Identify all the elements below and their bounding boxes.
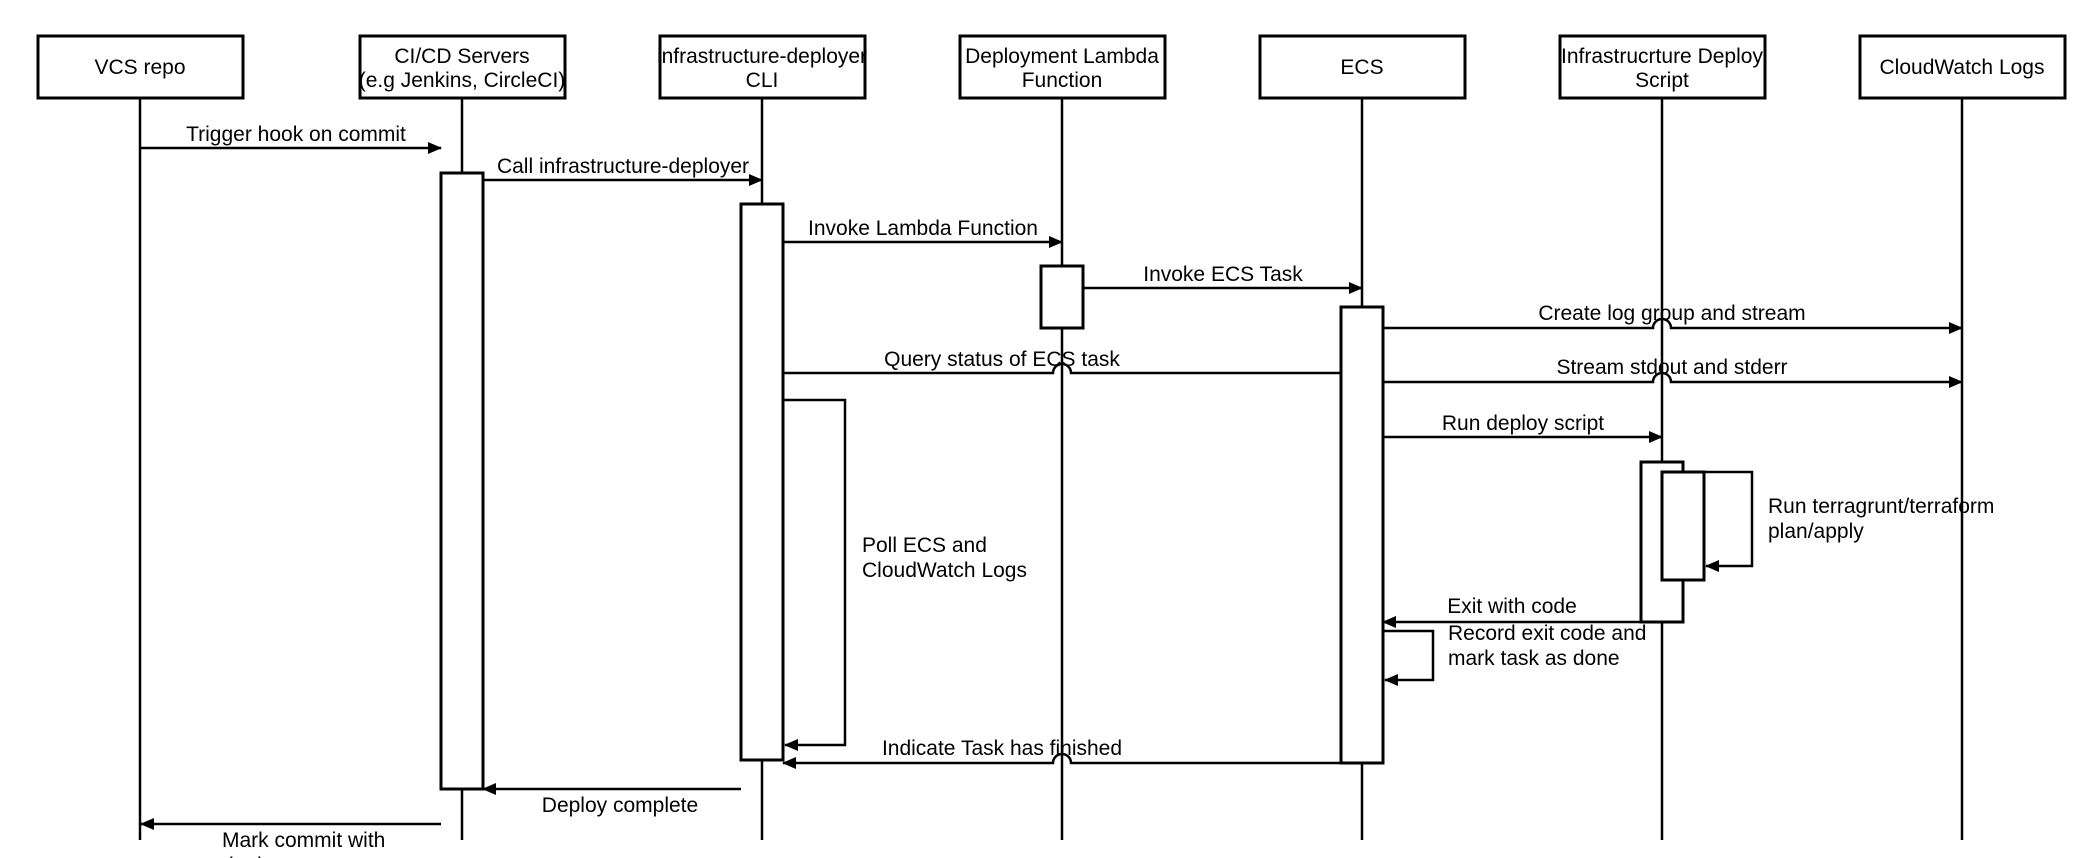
- participant-label-cli: infrastructure-deployer: [657, 45, 867, 68]
- activation-bar-deployscript: [1660, 470, 1706, 582]
- message-label-m11: Deploy complete: [542, 794, 698, 817]
- self-message-arrow-s2: [1704, 470, 1754, 572]
- self-message-label-s1: CloudWatch Logs: [862, 559, 1027, 582]
- self-message-label-s2: Run terragrunt/terraform: [1768, 495, 1994, 518]
- participant-label-deployscript: Script: [1635, 69, 1689, 92]
- message-label-m2: Call infrastructure-deployer: [497, 155, 749, 178]
- message-label-m7: Stream stdout and stderr: [1556, 356, 1787, 379]
- message-label-m6: Query status of ECS task: [884, 348, 1120, 371]
- participant-label-cicd: CI/CD Servers: [394, 45, 529, 68]
- participant-cicd[interactable]: CI/CD Servers(e.g Jenkins, CircleCI): [358, 34, 567, 100]
- message-m7: Stream stdout and stderr: [1383, 356, 1963, 388]
- message-arrow-m5: [1383, 317, 1963, 334]
- message-m3: Invoke Lambda Function: [783, 217, 1063, 248]
- message-arrow-m6: [783, 362, 1363, 379]
- message-m4: Invoke ECS Task: [1083, 263, 1363, 294]
- message-label-m3: Invoke Lambda Function: [808, 217, 1038, 240]
- message-label-m1: Trigger hook on commit: [186, 123, 406, 146]
- participant-label-lambda: Function: [1022, 69, 1103, 92]
- self-message-arrow-s1: [783, 398, 847, 751]
- participant-label-cwlogs: CloudWatch Logs: [1880, 56, 2045, 79]
- participant-box-vcs[interactable]: [36, 34, 245, 100]
- activation-bar-ecs: [1339, 305, 1385, 765]
- message-m11: Deploy complete: [482, 783, 741, 817]
- participant-ecs[interactable]: ECS: [1258, 34, 1467, 100]
- message-m5: Create log group and stream: [1383, 302, 1963, 334]
- activations-layer: [439, 171, 1706, 791]
- message-m6: Query status of ECS task: [783, 348, 1363, 379]
- self-message-label-s2: plan/apply: [1768, 520, 1864, 543]
- participant-box-cwlogs[interactable]: [1858, 34, 2067, 100]
- message-label-m12: deployment status: [222, 854, 392, 858]
- message-label-m9: Exit with code: [1447, 595, 1577, 618]
- message-m2: Call infrastructure-deployer: [483, 155, 763, 186]
- message-m1: Trigger hook on commit: [141, 123, 442, 154]
- participant-label-lambda: Deployment Lambda: [965, 45, 1159, 68]
- participants-layer: VCS repo CI/CD Servers(e.g Jenkins, Circl…: [36, 34, 2067, 100]
- participant-box-cli[interactable]: [658, 34, 867, 100]
- participant-cwlogs[interactable]: CloudWatch Logs: [1858, 34, 2067, 100]
- message-label-m10: Indicate Task has finished: [882, 737, 1122, 760]
- participant-label-cicd: (e.g Jenkins, CircleCI): [359, 69, 566, 92]
- activation-bar-cicd: [439, 171, 485, 791]
- message-arrow-m7: [1383, 371, 1963, 388]
- participant-vcs[interactable]: VCS repo: [36, 34, 245, 100]
- self-message-arrow-s3: [1383, 629, 1435, 686]
- activation-bar-lambda: [1039, 264, 1085, 330]
- participant-box-lambda[interactable]: [958, 34, 1167, 100]
- participant-label-vcs: VCS repo: [94, 56, 185, 79]
- message-label-m12: Mark commit with: [222, 829, 385, 852]
- message-arrow-m10: [782, 752, 1341, 769]
- participant-label-cli: CLI: [746, 69, 779, 92]
- message-m12: Mark commit with deployment status: [140, 818, 441, 858]
- self-message-label-s3: mark task as done: [1448, 647, 1620, 670]
- message-m8: Run deploy script: [1383, 412, 1663, 443]
- message-label-m5: Create log group and stream: [1538, 302, 1805, 325]
- self-message-label-s1: Poll ECS and: [862, 534, 987, 557]
- self-message-label-s3: Record exit code and: [1448, 622, 1646, 645]
- message-m9: Exit with code: [1382, 595, 1641, 628]
- participant-label-deployscript: Infrastrucrture Deploy: [1561, 45, 1763, 68]
- participant-label-ecs: ECS: [1340, 56, 1383, 79]
- participant-box-ecs[interactable]: [1258, 34, 1467, 100]
- message-label-m8: Run deploy script: [1442, 412, 1604, 435]
- message-m10: Indicate Task has finished: [782, 737, 1341, 769]
- participant-box-cicd[interactable]: [358, 34, 567, 100]
- participant-box-deployscript[interactable]: [1558, 34, 1767, 100]
- message-label-m4: Invoke ECS Task: [1143, 263, 1303, 286]
- activation-bar-cli: [739, 202, 785, 762]
